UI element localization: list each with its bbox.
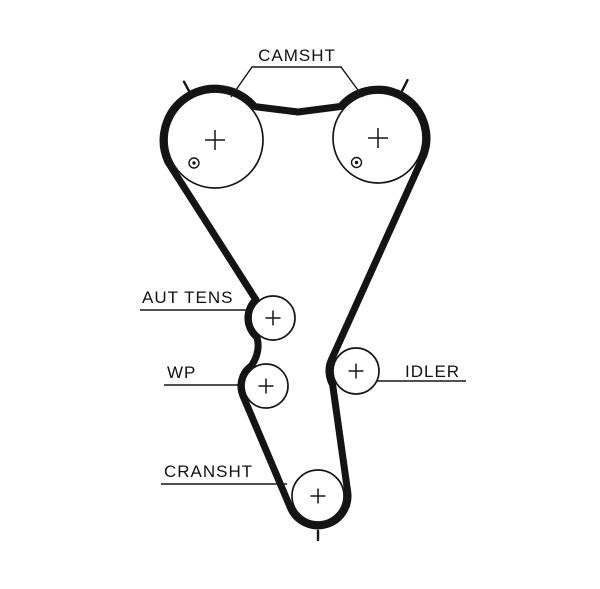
- camshaft-leader-line: [230, 66, 364, 98]
- tensioner-cross-icon: [265, 310, 281, 326]
- camshaft-right-timing-dot-icon: [354, 160, 359, 165]
- camshaft-right-tick: [400, 78, 409, 93]
- camshaft-left-tick: [182, 80, 191, 94]
- water-pump-cross-icon: [258, 378, 274, 394]
- camshaft-left-cross-icon: [205, 130, 225, 150]
- idler-label: IDLER: [405, 362, 460, 381]
- crankshaft-cross-icon: [310, 488, 326, 504]
- idler-cross-icon: [348, 363, 364, 379]
- timing-belt: [159, 84, 431, 530]
- crankshaft-label: CRANSHT: [164, 462, 253, 481]
- camshaft-label: CAMSHT: [258, 46, 336, 65]
- camshaft-left-timing-dot-icon: [192, 161, 196, 165]
- camshaft-right-cross-icon: [368, 128, 388, 148]
- tensioner-label: AUT TENS: [142, 288, 233, 307]
- water-pump-label: WP: [167, 363, 196, 382]
